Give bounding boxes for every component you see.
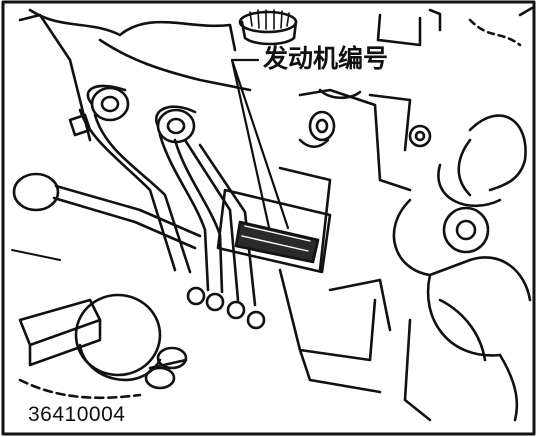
fuel-line-3: [158, 133, 210, 292]
block-top-edge: [28, 8, 237, 52]
round-port-small: [408, 124, 432, 148]
bracket-line: [378, 178, 412, 192]
callout-leader-line-2: [230, 58, 272, 234]
oil-filler-cap: [238, 9, 298, 46]
fuel-line-6: [198, 143, 257, 307]
control-lever: [12, 172, 202, 250]
block-curve: [318, 88, 362, 100]
fuel-line-2: [93, 113, 192, 274]
hose-clip: [68, 113, 92, 137]
round-port-right: [308, 110, 336, 142]
oil-filter: [18, 293, 162, 382]
block-rib: [368, 93, 412, 152]
small-arc: [298, 138, 330, 149]
block-front-face: [278, 166, 332, 272]
oil-pan-edge: [278, 268, 377, 362]
block-left-edge: [18, 13, 92, 142]
round-port-mid: [155, 105, 197, 144]
pan-flange: [328, 278, 392, 332]
top-right-tick: [518, 6, 534, 17]
oil-pan-bottom: [298, 348, 382, 394]
manifold-edge: [98, 38, 252, 92]
cooling-fan: [392, 114, 532, 422]
drain-fitting: [144, 346, 188, 390]
hidden-line-bottom: [18, 378, 142, 400]
round-port-left: [86, 84, 130, 122]
fuel-line-1: [78, 108, 177, 272]
ground-line: [11, 249, 61, 261]
engine-number-plate: [216, 188, 332, 274]
engine-number-callout-label: 发动机编号: [263, 44, 389, 73]
top-bracket: [376, 13, 422, 47]
figure-code: 36410004: [28, 403, 126, 426]
fuel-line-5: [183, 138, 240, 302]
top-right-hidden-line: [468, 18, 522, 47]
top-bracket-tab: [428, 8, 442, 32]
injector-rings: [186, 286, 266, 330]
block-side-edge: [298, 88, 382, 182]
